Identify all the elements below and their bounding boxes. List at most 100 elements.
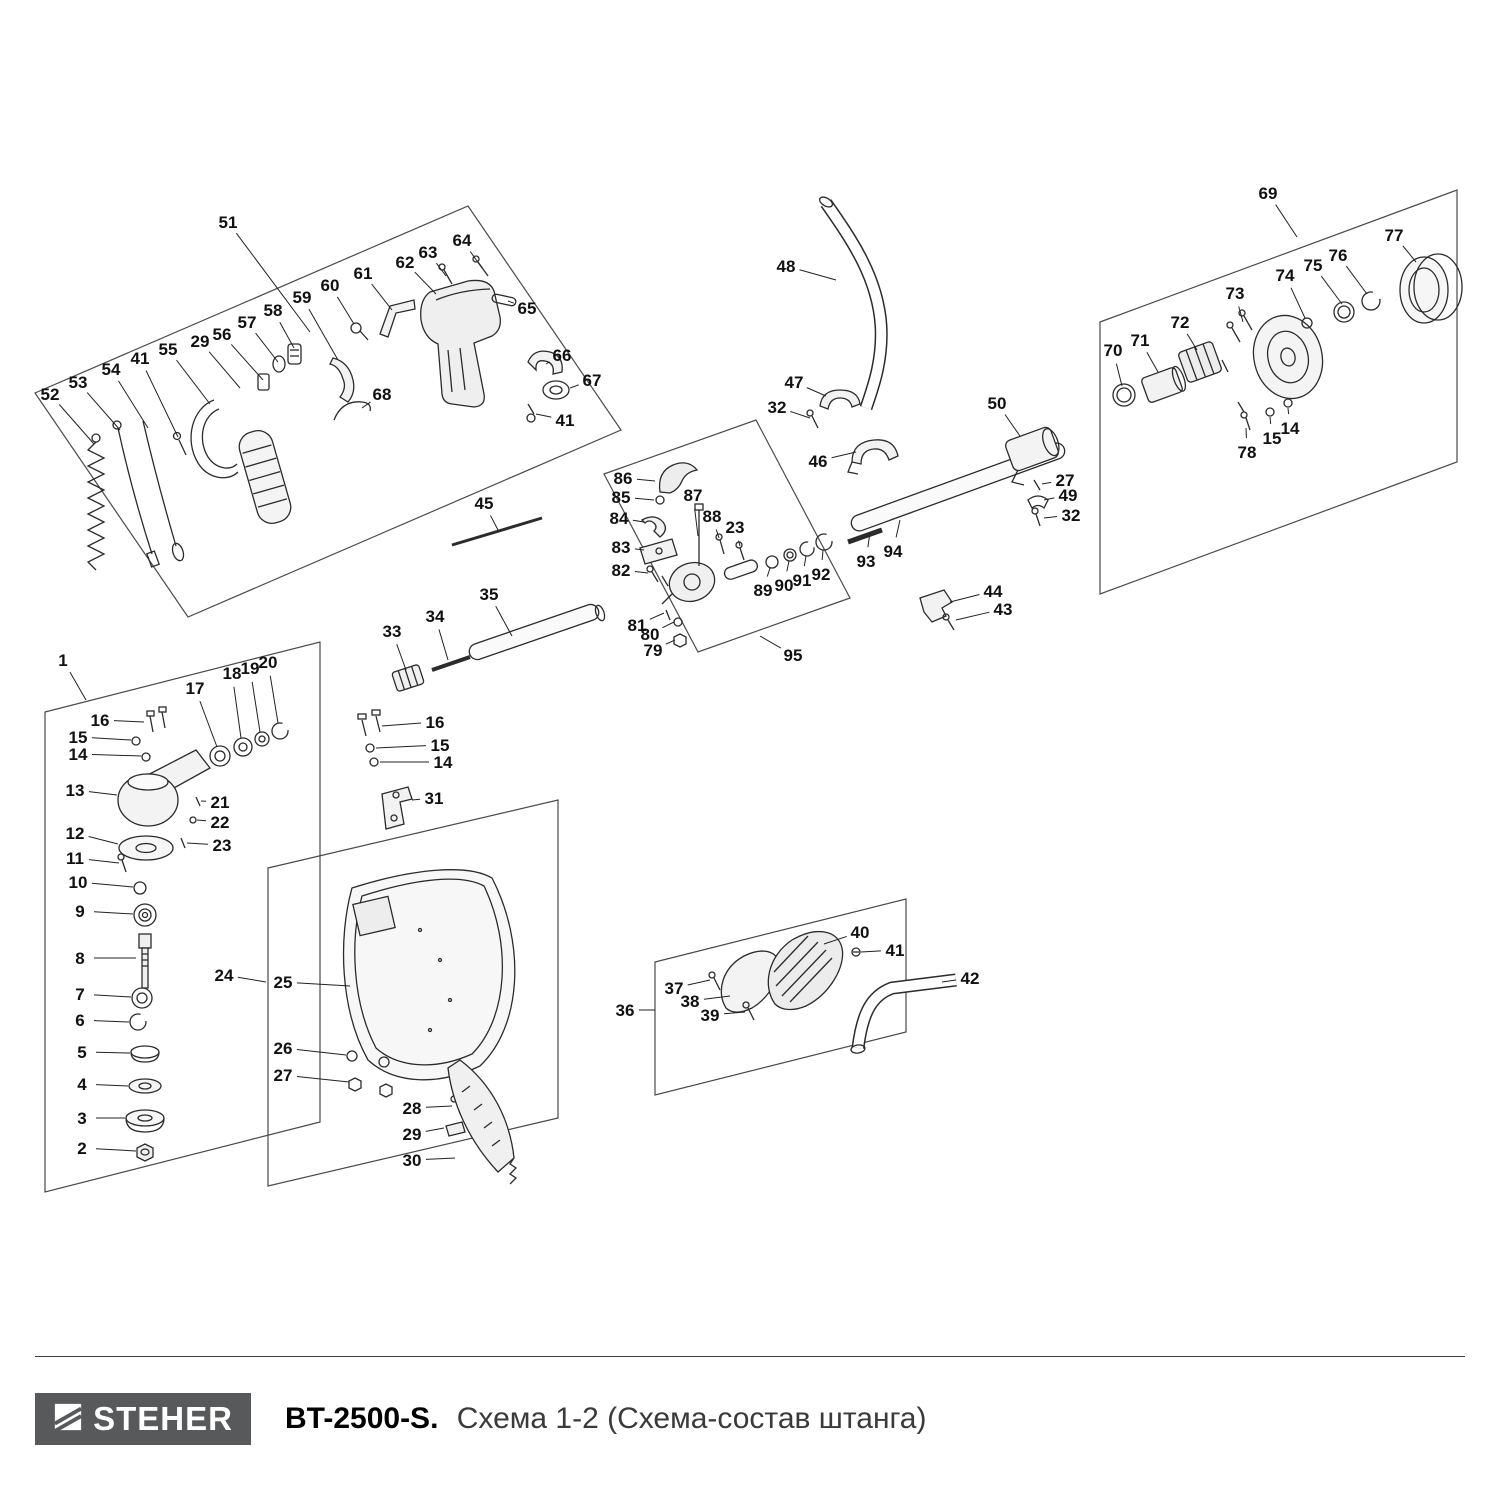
part-label-80: 80 — [641, 625, 660, 644]
leader-line-81 — [649, 612, 665, 620]
clutch-housing-assembly-drawing — [1112, 253, 1463, 431]
hardware-cluster-drawing — [357, 709, 413, 830]
leader-line-34 — [438, 629, 449, 661]
part-label-13: 13 — [66, 781, 85, 800]
leader-line-25 — [296, 982, 351, 987]
part-label-51: 51 — [219, 213, 238, 232]
part-label-81: 81 — [628, 616, 647, 635]
leader-line-86 — [636, 478, 656, 482]
leader-line-33 — [396, 644, 407, 671]
handle-trigger-assembly-drawing — [86, 255, 570, 571]
leader-line-50 — [1004, 414, 1021, 437]
part-label-5: 5 — [77, 1043, 86, 1062]
leader-line-5 — [95, 1051, 131, 1054]
part-label-56: 56 — [213, 325, 232, 344]
part-label-92: 92 — [812, 565, 831, 584]
part-label-71: 71 — [1131, 331, 1150, 350]
leader-line-24 — [237, 976, 267, 983]
leader-line-1 — [69, 671, 87, 701]
leader-line-95 — [759, 635, 782, 649]
part-label-75: 75 — [1304, 256, 1323, 275]
leader-line-47 — [806, 387, 827, 397]
leader-line-32 — [790, 410, 811, 419]
leader-line-14 — [1287, 407, 1290, 415]
rear-grip-assembly-drawing — [708, 930, 957, 1054]
leader-line-46 — [831, 451, 857, 459]
schema-subtitle: Схема 1-2 (Схема-состав штанга) — [456, 1402, 927, 1435]
part-label-28: 28 — [403, 1099, 422, 1118]
part-label-87: 87 — [684, 486, 703, 505]
part-label-52: 52 — [41, 385, 60, 404]
leader-line-27 — [1041, 481, 1052, 485]
part-label-37: 37 — [665, 979, 684, 998]
leader-line-14 — [91, 753, 142, 757]
part-label-22: 22 — [211, 813, 230, 832]
part-label-30: 30 — [403, 1151, 422, 1170]
part-label-95: 95 — [784, 646, 803, 665]
leader-line-26 — [296, 1049, 347, 1056]
schema-title: BT-2500-S. Схема 1-2 (Схема-состав штанг… — [285, 1402, 926, 1436]
part-number-labels: 5163646261605958575629554154535265666768… — [41, 184, 1417, 1170]
leader-line-56 — [230, 344, 264, 381]
leader-line-23 — [186, 842, 209, 845]
part-label-18: 18 — [223, 664, 242, 683]
part-label-36: 36 — [616, 1001, 635, 1020]
part-label-15: 15 — [69, 728, 88, 747]
leader-line-15 — [91, 737, 132, 741]
part-label-41: 41 — [131, 349, 150, 368]
part-label-53: 53 — [69, 373, 88, 392]
part-label-91: 91 — [793, 571, 812, 590]
leader-line-51 — [235, 232, 311, 333]
part-label-89: 89 — [754, 581, 773, 600]
part-label-40: 40 — [851, 923, 870, 942]
upper-tube-clamps-drawing — [806, 196, 1060, 631]
leader-line-6 — [93, 1020, 130, 1023]
part-label-32: 32 — [768, 398, 787, 417]
part-label-74: 74 — [1276, 266, 1295, 285]
part-label-47: 47 — [785, 373, 804, 392]
leader-line-58 — [279, 322, 295, 349]
leader-line-43 — [955, 611, 990, 621]
leader-line-88 — [715, 529, 720, 539]
leader-line-60 — [336, 296, 355, 325]
footer-divider — [35, 1356, 1465, 1357]
part-label-39: 39 — [701, 1006, 720, 1025]
part-label-25: 25 — [274, 973, 293, 992]
leader-line-80 — [662, 621, 675, 629]
part-label-78: 78 — [1238, 443, 1257, 462]
leader-line-41 — [145, 370, 179, 438]
leader-line-72 — [1186, 333, 1198, 351]
part-label-85: 85 — [612, 488, 631, 507]
part-label-58: 58 — [264, 301, 283, 320]
leader-line-93 — [867, 531, 871, 548]
part-label-8: 8 — [75, 949, 84, 968]
part-label-23: 23 — [213, 836, 232, 855]
leader-line-68 — [361, 401, 371, 409]
part-label-1: 1 — [58, 651, 67, 670]
leader-line-49 — [1043, 497, 1055, 501]
leader-line-7 — [93, 994, 132, 998]
leader-line-4 — [95, 1084, 129, 1087]
part-label-20: 20 — [259, 653, 278, 672]
leader-line-91 — [803, 555, 807, 567]
leader-line-82 — [634, 571, 649, 574]
part-label-50: 50 — [988, 394, 1007, 413]
throttle-assembly-drawing — [639, 462, 833, 648]
leader-line-23 — [738, 540, 741, 547]
leader-line-83 — [634, 548, 645, 551]
part-label-46: 46 — [809, 452, 828, 471]
steher-logo: STEHER — [35, 1393, 251, 1445]
part-label-90: 90 — [775, 576, 794, 595]
part-label-29: 29 — [403, 1125, 422, 1144]
part-label-31: 31 — [425, 789, 444, 808]
part-label-14: 14 — [434, 753, 453, 772]
part-label-35: 35 — [480, 585, 499, 604]
leader-line-87 — [694, 508, 699, 537]
part-label-86: 86 — [614, 469, 633, 488]
leader-line-16 — [381, 722, 422, 727]
leader-line-41 — [860, 950, 882, 953]
leader-line-11 — [88, 859, 120, 864]
leader-line-85 — [634, 497, 655, 501]
